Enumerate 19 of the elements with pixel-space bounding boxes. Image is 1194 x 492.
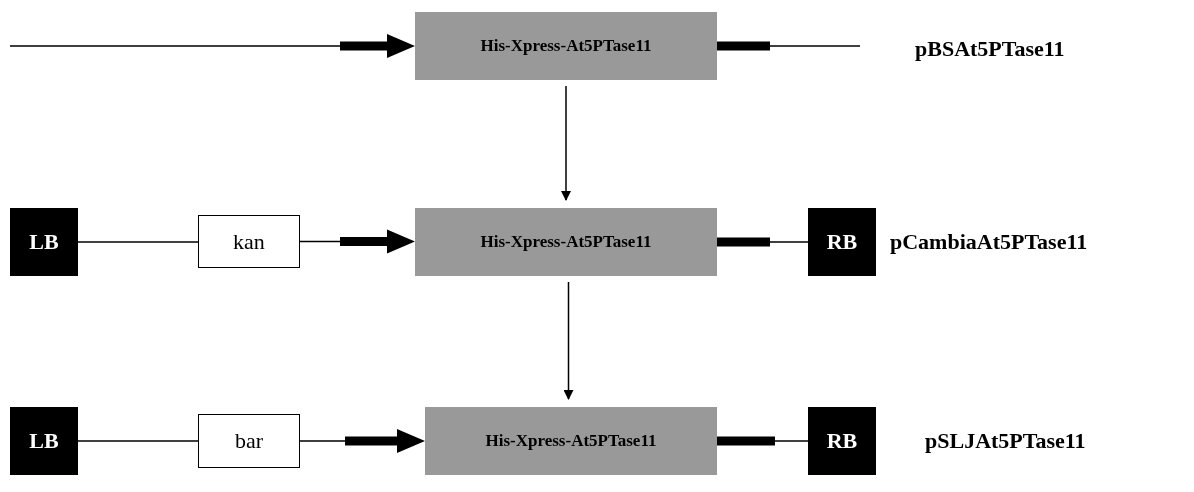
construct-name: pCambiaAt5PTase11 (890, 229, 1088, 255)
construct-name: pSLJAt5PTase11 (925, 428, 1086, 454)
gene-box: His-Xpress-At5PTase11 (415, 12, 717, 80)
arrow (563, 281, 574, 400)
promoter-arrow (10, 34, 415, 58)
gene-box: His-Xpress-At5PTase11 (425, 407, 717, 475)
border-box: RB (808, 208, 876, 276)
connector-line (78, 440, 198, 442)
arrow (561, 85, 571, 201)
border-box: LB (10, 208, 78, 276)
promoter-arrow (300, 229, 415, 254)
selection-marker-box: bar (198, 414, 300, 468)
connector-line (78, 241, 198, 243)
gene-box: His-Xpress-At5PTase11 (415, 208, 717, 276)
construct-name: pBSAt5PTase11 (915, 36, 1065, 62)
border-box: LB (10, 407, 78, 475)
selection-marker-box: kan (198, 215, 300, 268)
promoter-arrow (300, 429, 425, 453)
border-box: RB (808, 407, 876, 475)
